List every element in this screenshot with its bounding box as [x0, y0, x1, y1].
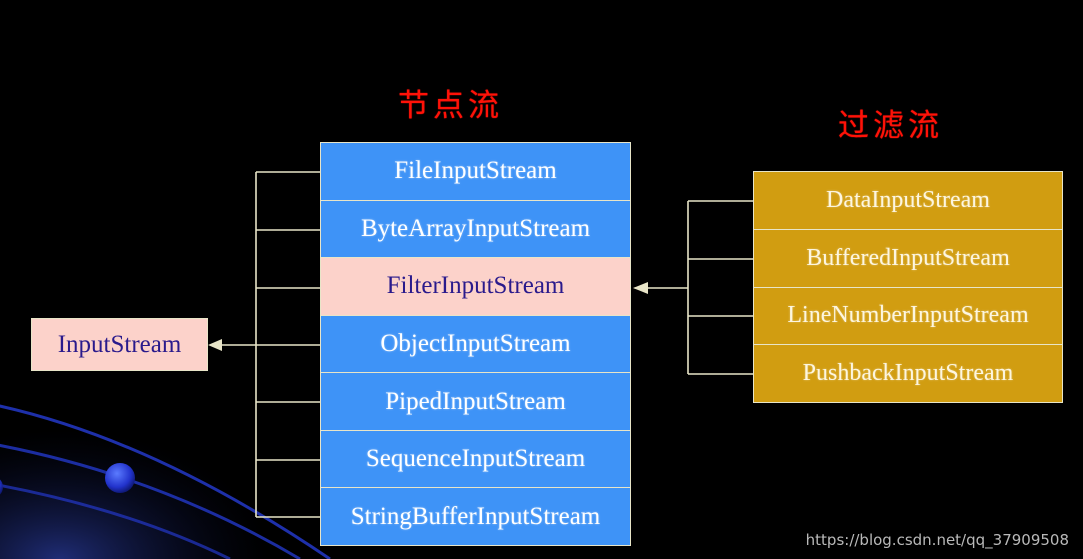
filter-stream-column: DataInputStream BufferedInputStream Line…: [753, 171, 1063, 403]
class-box-sequenceinputstream: SequenceInputStream: [321, 430, 630, 489]
class-box-bytearrayinputstream: ByteArrayInputStream: [321, 200, 630, 259]
decor-node-dot-small: [0, 479, 3, 495]
decor-arc-3: [0, 483, 231, 559]
class-box-linenumberinputstream: LineNumberInputStream: [754, 287, 1062, 346]
class-box-inputstream: InputStream: [31, 318, 208, 371]
heading-filter-stream: 过滤流: [838, 108, 943, 144]
node-stream-column: FileInputStream ByteArrayInputStream Fil…: [320, 142, 631, 546]
decor-node-dot: [105, 463, 135, 493]
class-box-objectinputstream: ObjectInputStream: [321, 315, 630, 374]
decor-arc-1: [0, 404, 331, 559]
class-box-datainputstream: DataInputStream: [754, 172, 1062, 230]
decor-arc-2: [0, 443, 301, 559]
class-box-filterinputstream: FilterInputStream: [321, 258, 630, 316]
inputstream-arrowhead: [208, 339, 222, 351]
class-box-pushbackinputstream: PushbackInputStream: [754, 345, 1062, 402]
class-box-bufferedinputstream: BufferedInputStream: [754, 229, 1062, 288]
watermark-text: https://blog.csdn.net/qq_37909508: [805, 531, 1069, 549]
heading-node-stream: 节点流: [398, 88, 503, 124]
class-box-pipedinputstream: PipedInputStream: [321, 373, 630, 431]
background-glow: [0, 430, 270, 559]
class-box-fileinputstream: FileInputStream: [321, 143, 630, 201]
filterinputstream-arrowhead: [633, 282, 648, 294]
class-box-stringbufferinputstream: StringBufferInputStream: [321, 488, 630, 546]
